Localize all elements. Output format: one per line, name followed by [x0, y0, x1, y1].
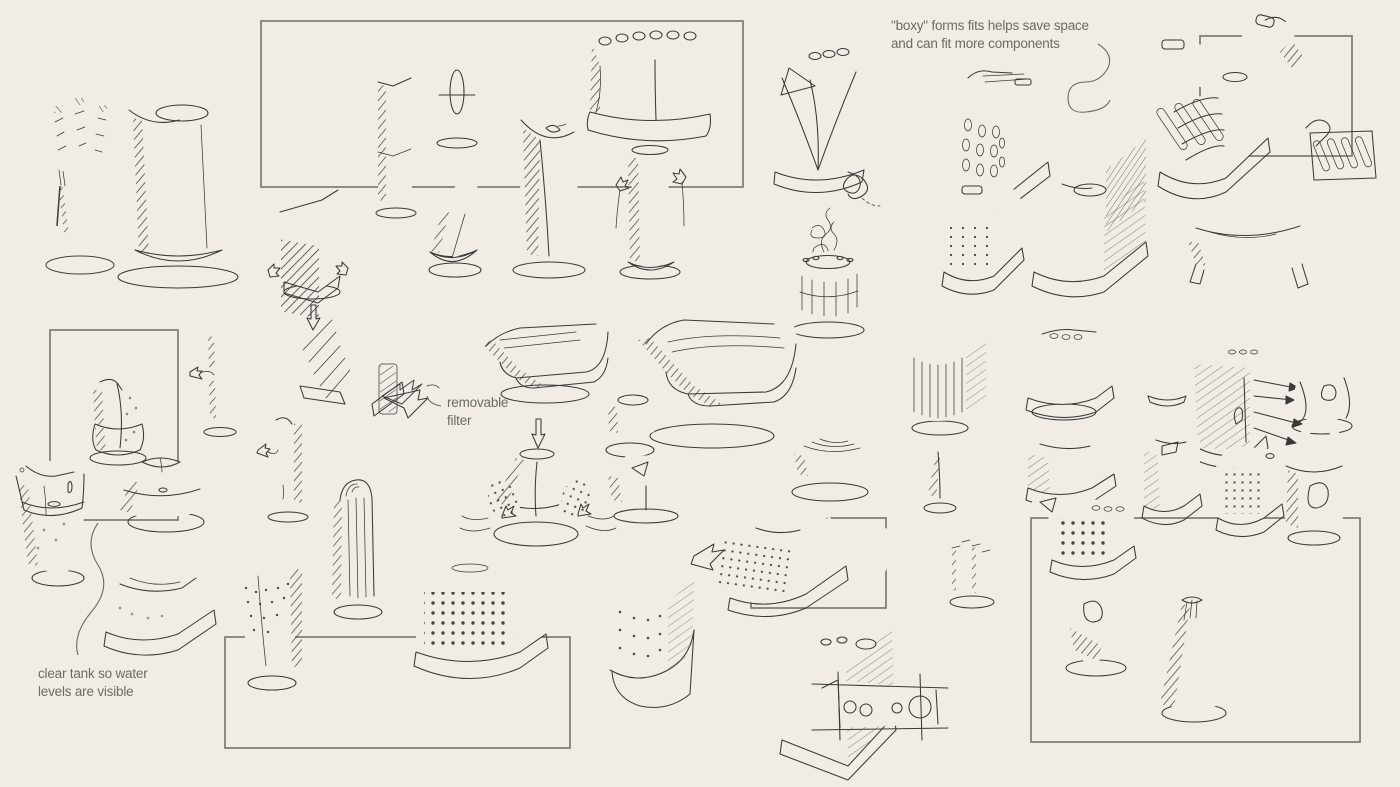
- sketch-basket-with-handle: [931, 185, 1025, 295]
- sketch-panel-detail-unit: [770, 624, 949, 781]
- sketch-cylinder-with-port: [256, 413, 309, 523]
- sketch-exploded-filter-box: [299, 294, 440, 420]
- sketch-flat-lid-box: [1025, 436, 1117, 509]
- sketch-dot-grid-handle-box: [1029, 497, 1137, 581]
- sketch-faceted-box-with-cord: [772, 38, 881, 260]
- sketch-slim-tall-box: [1141, 436, 1203, 526]
- sketch-tapered-cylinder-humidifier: [117, 86, 239, 289]
- annotation-clear-tank: clear tank so water levels are visible: [38, 666, 148, 699]
- sketch-wedge-with-triangle: [606, 454, 694, 524]
- sketch-nested-cups: [89, 371, 147, 466]
- sketch-handled-carry-box: [1141, 14, 1377, 200]
- sketch-folded-wedge: [609, 574, 695, 709]
- sketch-hatched-cube: [1031, 138, 1149, 298]
- sketch-handled-louvred-box: [940, 70, 1051, 213]
- sketch-wedge-slice: [1147, 356, 1187, 407]
- sketch-arrow-vent-cube: [1194, 344, 1303, 469]
- annotation-removable-filter: removable filter: [447, 395, 509, 428]
- sketch-tilted-ellipse-pod: [1065, 590, 1141, 677]
- sketch-rounded-tab-canister: [1284, 465, 1344, 546]
- sketch-lens-disc-vent: [436, 53, 478, 149]
- leader-tank: [76, 522, 105, 656]
- sketch-ribbed-puck-steam: [791, 207, 865, 339]
- annotation-leader-lines: [76, 43, 1111, 656]
- sketch-angle-cut-cylinder: [512, 116, 586, 279]
- sketch-rounded-button-box: [1025, 324, 1115, 421]
- sketch-clear-glass-tank: [15, 461, 85, 587]
- leader-boxy: [1067, 43, 1111, 113]
- frame-mid-left: [49, 329, 179, 521]
- sketch-reed-diffuser-pot: [45, 97, 115, 275]
- annotation-boxy-forms: "boxy" forms fits helps save space and c…: [891, 18, 1089, 51]
- sketch-arch-tower: [332, 473, 384, 620]
- sketch-dot-face-box: [1215, 446, 1285, 538]
- sketch-perforated-tapered-cup: [236, 557, 302, 691]
- sketch-long-lozenge-tray: [636, 310, 797, 449]
- sketch-reed-cluster: [949, 539, 995, 609]
- sketch-contour-hexagon-puck: [791, 430, 872, 502]
- sketch-thin-flat-panel: [375, 77, 417, 219]
- sketch-waisted-vase: [615, 143, 687, 280]
- sketch-stacked-capsule: [189, 325, 237, 438]
- sketch-short-drum: [605, 390, 655, 458]
- sketch-angled-dot-box: [690, 504, 898, 618]
- frame-bottom-center: [224, 636, 571, 749]
- frame-bottom-right: [1030, 517, 1361, 743]
- sketch-long-bar-with-buttons: [586, 30, 712, 142]
- sketch-teardrop-cone: [923, 451, 957, 514]
- sketch-angled-slab-tower: [267, 189, 349, 331]
- sketch-tripod-nozzle-unit: [459, 418, 617, 547]
- sketch-tall-cone-tower: [1160, 596, 1232, 723]
- sketch-low-tray-on-feet: [1186, 218, 1312, 289]
- frame-top-center: [260, 20, 744, 188]
- sketch-vertical-louvre-box: [908, 332, 986, 436]
- sketch-dot-grid-monitor-box: [413, 556, 549, 680]
- sketch-round-pod-on-legs: [1291, 354, 1353, 436]
- sketch-low-box-tray: [102, 572, 217, 656]
- sketch-gooseneck-stand: [428, 163, 484, 278]
- sketch-dome-cone-diffuser: [118, 457, 206, 533]
- sketch-soap-bar-form: [480, 312, 609, 404]
- leader-filter: [426, 395, 442, 407]
